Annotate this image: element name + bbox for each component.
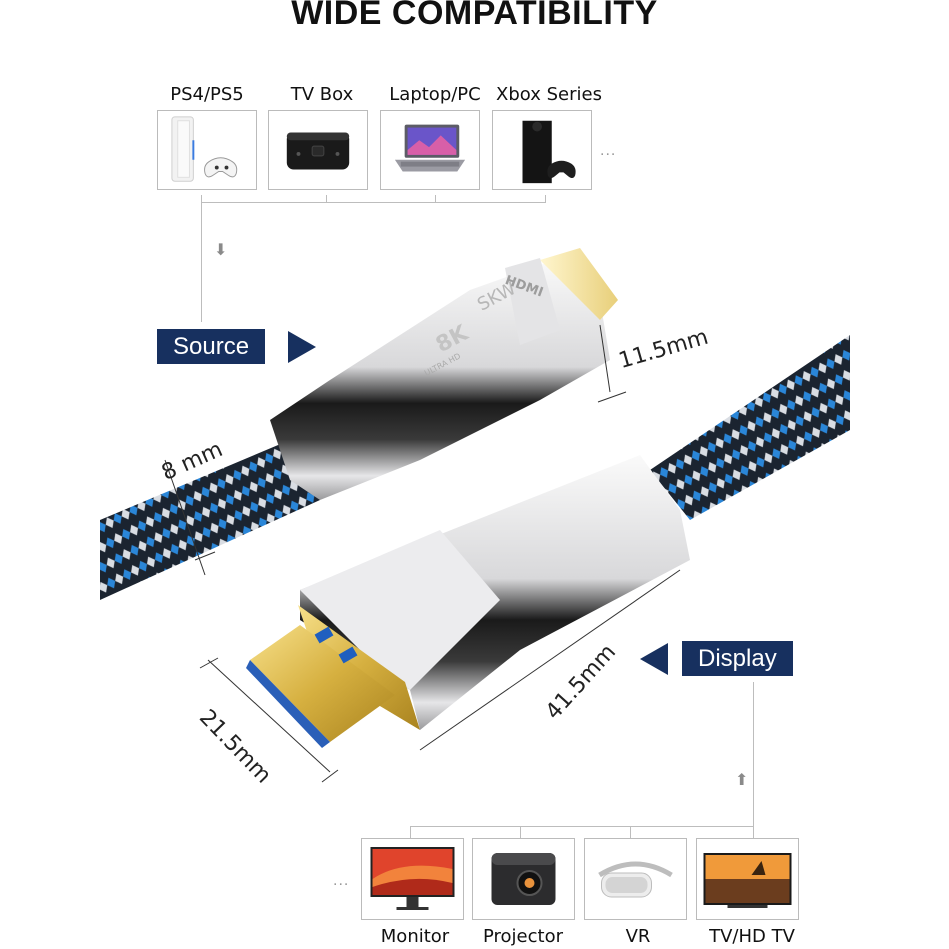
monitor-icon — [361, 838, 464, 920]
connector-line — [520, 826, 521, 838]
page-title: WIDE COMPATIBILITY — [291, 0, 658, 32]
projector-icon — [472, 838, 575, 920]
arrow-right-icon — [288, 331, 316, 363]
arrow-up-icon: ⬆ — [735, 772, 749, 789]
connector-line — [435, 195, 436, 203]
connector-line — [201, 202, 202, 322]
more-displays-ellipsis: ... — [333, 872, 350, 889]
device-label-xbox: Xbox Series — [496, 84, 602, 105]
device-label-tvbox: TV Box — [290, 84, 354, 105]
arrow-left-icon — [640, 643, 668, 675]
laptop-icon — [380, 110, 480, 190]
connector-line — [753, 826, 754, 838]
connector-line — [326, 195, 327, 203]
head-thickness-label: 11.5mm — [616, 324, 712, 375]
game-console-icon — [157, 110, 257, 190]
resolution-imprint: 8K — [432, 320, 473, 359]
head-length-label: 41.5mm — [541, 639, 622, 725]
vr-headset-icon — [584, 838, 687, 920]
source-tag: Source — [157, 329, 266, 364]
xbox-icon — [492, 110, 592, 190]
tv-icon — [696, 838, 799, 920]
connector-line — [753, 682, 754, 827]
connector-line — [630, 826, 631, 838]
device-label-vr: VR — [625, 926, 651, 947]
device-label-laptop: Laptop/PC — [389, 84, 481, 105]
connector-line — [545, 195, 546, 203]
more-sources-ellipsis: ... — [600, 142, 617, 159]
plug-width-label: 21.5mm — [194, 705, 276, 789]
device-label-monitor: Monitor — [380, 926, 450, 947]
device-label-projector: Projector — [483, 926, 563, 947]
connector-line — [410, 826, 754, 827]
cable-diameter-label: 8 mm — [158, 437, 227, 486]
connector-line — [201, 202, 546, 203]
device-label-tv: TV/HD TV — [709, 926, 795, 947]
display-tag: Display — [682, 641, 793, 676]
device-label-ps: PS4/PS5 — [170, 84, 244, 105]
connector-line — [201, 195, 202, 203]
connector-line — [410, 826, 411, 838]
arrow-down-icon: ⬇ — [214, 242, 228, 259]
tv-box-icon — [268, 110, 368, 190]
